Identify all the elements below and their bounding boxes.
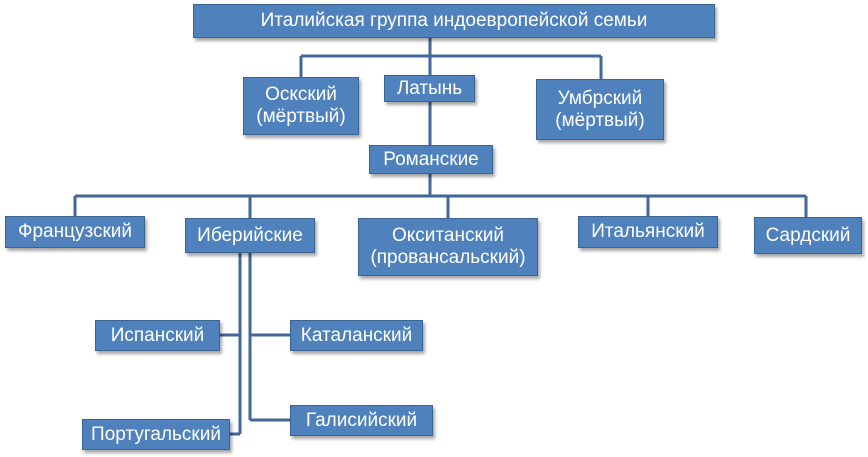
node-italian: Итальянский (578, 216, 718, 248)
node-iberian: Иберийские (185, 218, 315, 253)
node-occitan: Окситанский (провансальский) (358, 218, 538, 276)
node-french: Французский (5, 216, 145, 248)
node-catalan: Каталанский (290, 320, 423, 351)
node-latin: Латынь (384, 75, 475, 102)
node-umbrian: Умбрский (мёртвый) (536, 79, 664, 140)
node-italic-group: Италийская группа индоевропейской семьи (193, 4, 715, 38)
node-galician: Галисийский (290, 405, 433, 436)
node-oscan: Оскский (мёртвый) (243, 77, 359, 135)
node-sardinian: Сардский (754, 217, 862, 254)
node-spanish: Испанский (95, 320, 220, 351)
node-romance: Романские (369, 145, 493, 174)
node-portuguese: Португальский (82, 419, 230, 450)
